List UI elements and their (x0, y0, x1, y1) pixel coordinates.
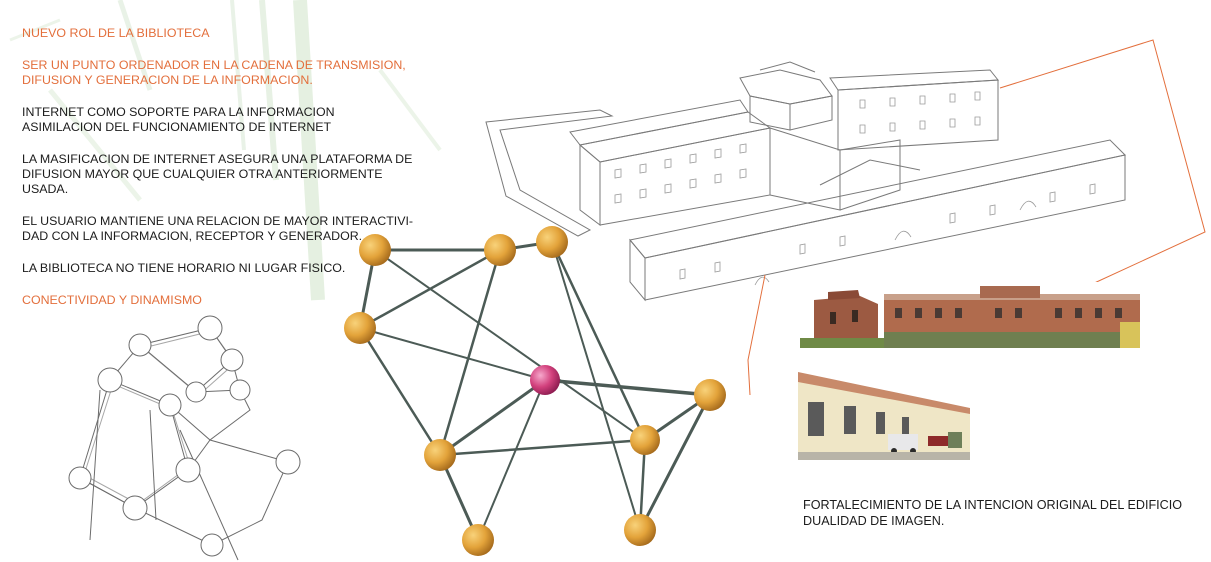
paragraph-1-line-1: INTERNET COMO SOPORTE PARA LA INFORMACIO… (22, 105, 335, 119)
paragraph-4-line-1: LA BIBLIOTECA NO TIENE HORARIO NI LUGAR … (22, 261, 346, 275)
paragraph-3-line-2: DAD CON LA INFORMACION, RECEPTOR Y GENER… (22, 229, 363, 243)
conclusion: CONECTIVIDAD Y DINAMISMO (22, 293, 202, 307)
street-photo-facade (798, 372, 970, 460)
connectivity-3d-model (344, 226, 726, 556)
role-line-1: SER UN PUNTO ORDENADOR EN LA CADENA DE T… (22, 58, 406, 72)
paragraph-3-line-1: EL USUARIO MANTIENE UNA RELACION DE MAYO… (22, 214, 414, 228)
paragraph-2-line-1: LA MASIFICACION DE INTERNET ASEGURA UNA … (22, 152, 413, 166)
caption-line-1: FORTALECIMIENTO DE LA INTENCION ORIGINAL… (803, 498, 1183, 512)
connectivity-line-drawing (68, 315, 301, 561)
paragraph-2-line-2: DIFUSION MAYOR QUE CUALQUIER OTRA ANTERI… (22, 167, 383, 181)
role-line-2: DIFUSION Y GENERACION DE LA INFORMACION. (22, 73, 313, 87)
building-photo-brick (800, 282, 1140, 348)
paragraph-1-line-2: ASIMILACION DEL FUNCIONAMIENTO DE INTERN… (22, 120, 332, 134)
paragraph-2-line-3: USADA. (22, 182, 69, 196)
background-stems-illustration (9, 0, 442, 301)
heading: NUEVO ROL DE LA BIBLIOTECA (22, 26, 210, 40)
caption-line-2: DUALIDAD DE IMAGEN. (803, 514, 945, 528)
